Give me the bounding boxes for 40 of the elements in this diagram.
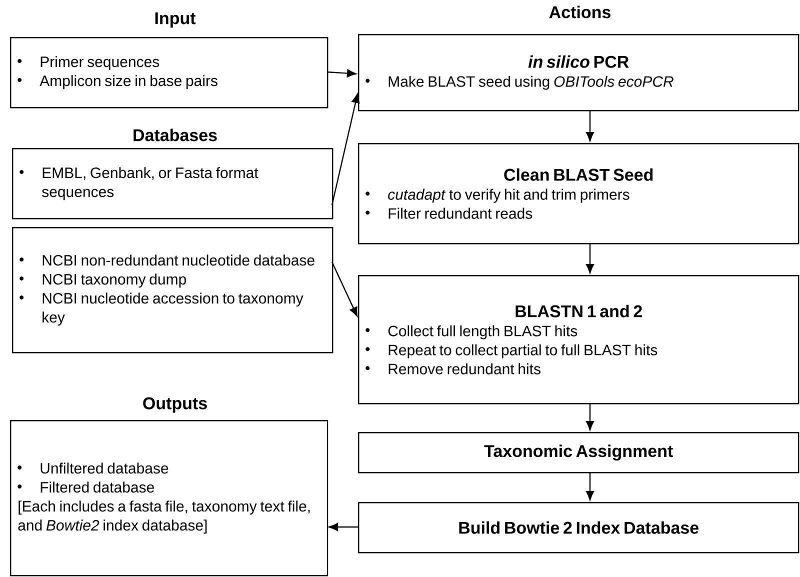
list-item: Filter redundant reads [388,208,532,219]
note-text: [Each includes a fasta file, taxonomy text file, and Bowtie2 index database] [18,500,310,534]
arrow [326,69,356,78]
process-box [10,420,328,576]
arrow [331,262,358,317]
list-item: Repeat to collect partial to full BLAST hits [388,344,658,358]
list-item: Primer sequences [40,56,160,70]
list-item: NCBI non-redundant nucleotide database [42,254,314,266]
arrow [586,472,594,500]
list-item: Remove redundant hits [388,363,540,374]
arrow [328,522,358,531]
box-title: in silico PCR [528,55,629,68]
box-title: BLASTN 1 and 2 [516,304,642,318]
list-item: Amplicon size in base pairs [40,75,218,90]
box-title: Build Bowtie 2 Index Database [459,521,699,534]
list-item: NCBI nucleotide accession to taxonomy key [42,292,304,326]
box-title: Taxonomic Assignment [484,444,673,461]
process-box [12,148,334,220]
list-item: Unfiltered database [40,462,168,474]
section-heading: Outputs [143,397,207,413]
arrow [331,94,360,206]
process-box [10,37,328,108]
list-item: NCBI taxonomy dump [42,274,186,288]
list-item: EMBL, Genbank, or Fasta format sequences [42,167,258,200]
list-item: Collect full length BLAST hits [388,325,578,340]
list-item: Filtered database [40,482,154,493]
box-title: Clean BLAST Seed [504,168,653,181]
arrow [586,243,594,274]
process-box [358,34,800,112]
section-heading: Databases [134,128,217,142]
process-box [358,432,800,474]
arrow [586,110,594,142]
arrow [586,403,594,430]
process-box [12,227,334,354]
process-box [358,275,800,404]
process-box [358,502,800,554]
list-item: cutadapt to verify hit and trim primers [388,188,630,203]
process-box [358,143,800,244]
list-item: Make BLAST seed using OBITools ecoPCR [388,76,674,90]
section-heading: Actions [549,6,610,18]
